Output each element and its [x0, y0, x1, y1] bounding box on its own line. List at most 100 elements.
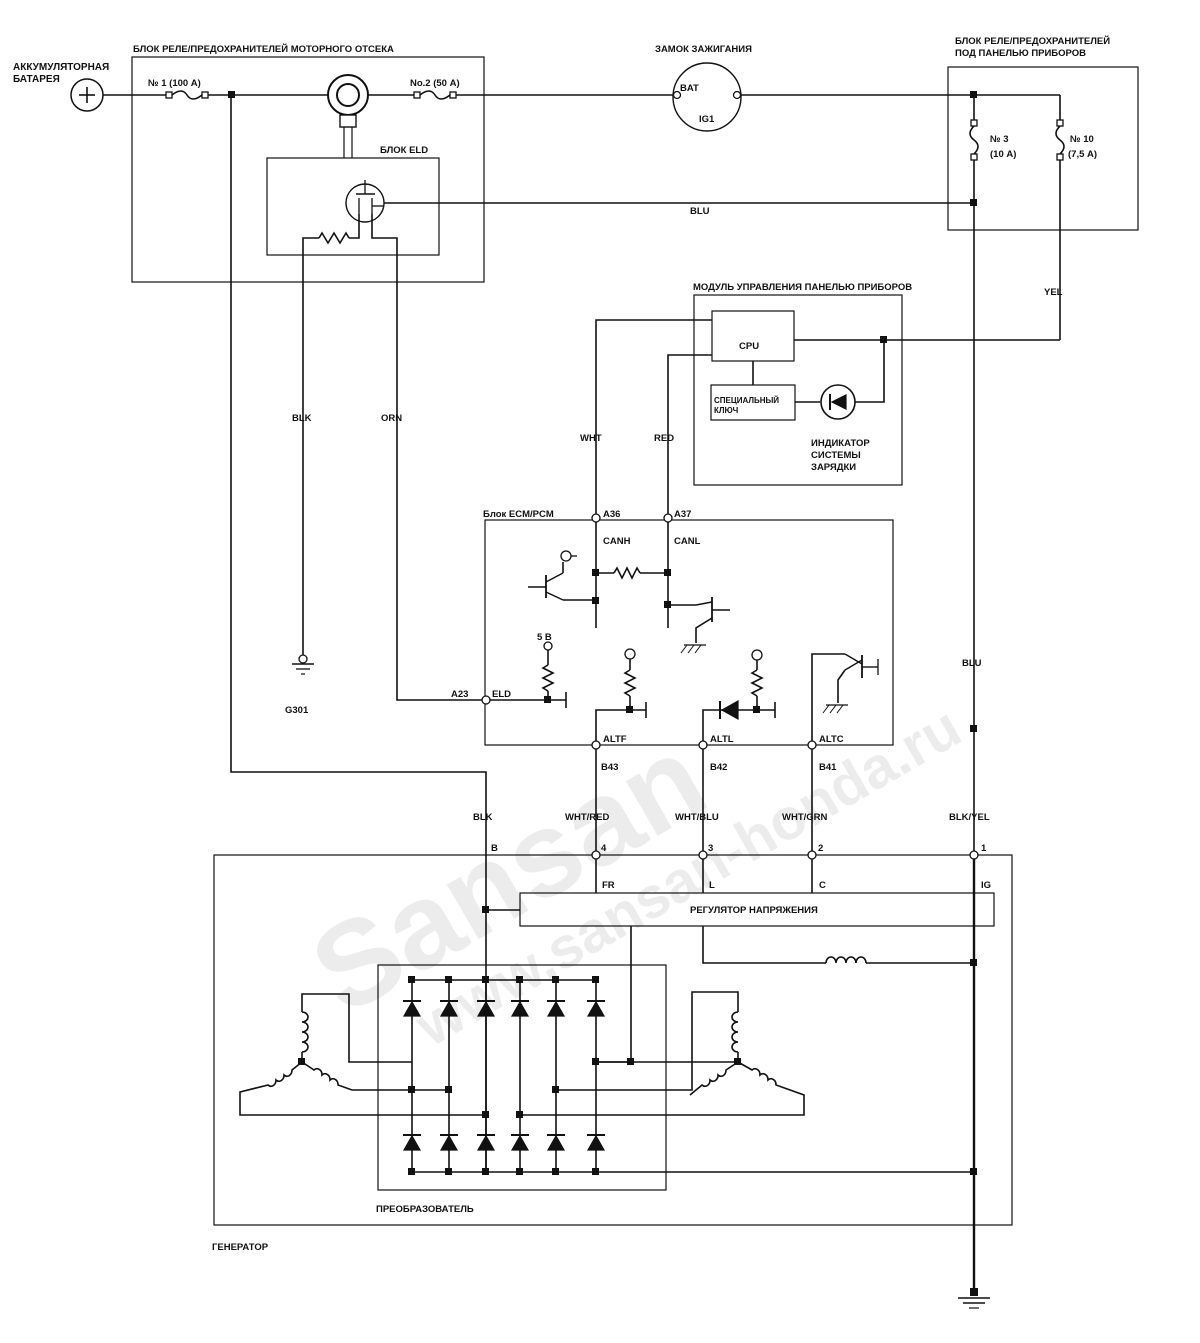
wht-label: WHT [580, 433, 602, 444]
canl-label: CANL [674, 536, 701, 547]
fuse-1 [165, 90, 209, 100]
blu-top-label: BLU [690, 206, 710, 217]
eld-label: ELD [492, 689, 511, 700]
dash-fuse-box [947, 66, 1139, 231]
altc-label: ALTC [819, 734, 844, 745]
eld-transistor [345, 180, 385, 223]
wht-grn-label: WHT/GRN [782, 812, 828, 823]
charge-indicator-label-2: СИСТЕМЫ [811, 450, 861, 461]
fuse-3-label-1: № 3 [990, 134, 1009, 145]
wht-blu-label: WHT/BLU [675, 812, 719, 823]
l-label: L [709, 880, 715, 891]
ecm-pcm-box [484, 519, 894, 746]
fuse-3-label-2: (10 А) [990, 149, 1016, 160]
eld-sensor-ring [327, 74, 369, 158]
gauge-module-box [693, 294, 903, 486]
charge-indicator-led [820, 384, 856, 420]
pin-b-label: B [491, 843, 498, 854]
stator-left [239, 993, 486, 1116]
special-switch-label-2: КЛЮЧ [714, 406, 739, 415]
ecm-label: Блок ECM/PCM [483, 509, 554, 520]
pin-3-label: 3 [708, 843, 713, 854]
regulator-label: РЕГУЛЯТОР НАПРЯЖЕНИЯ [690, 905, 818, 916]
canh-transistor [528, 550, 596, 601]
fuse-10 [1055, 119, 1065, 161]
special-switch-label-1: СПЕЦИАЛЬНЫЙ [714, 396, 779, 405]
orn-label: ORN [381, 413, 402, 424]
red-label: RED [654, 433, 674, 444]
rectifier-diode-upper [402, 1000, 422, 1017]
altl-label: ALTL [710, 734, 734, 745]
canl-transistor [668, 597, 730, 654]
altc-transistor [822, 653, 879, 714]
rectifier-diode-lower [476, 1134, 496, 1151]
rectifier-diode-lower [510, 1134, 530, 1151]
cpu-label: CPU [739, 341, 759, 352]
rectifier-diodes [402, 976, 606, 1175]
ignition-switch [672, 62, 742, 132]
fuse-2-label: No.2 (50 А) [410, 78, 460, 89]
b42-label: B42 [710, 762, 727, 773]
battery [70, 78, 104, 112]
canh-label: CANH [603, 536, 631, 547]
rectifier-diode-upper [586, 1000, 606, 1017]
rectifier-label: ПРЕОБРАЗОВАТЕЛЬ [376, 1204, 474, 1215]
b41-label: B41 [819, 762, 837, 773]
fr-label: FR [602, 880, 615, 891]
blk-yel-label: BLK/YEL [949, 812, 990, 823]
ignition-label: ЗАМОК ЗАЖИГАНИЯ [655, 44, 752, 55]
blu-mid-label: BLU [962, 658, 982, 669]
c-label: C [819, 880, 826, 891]
pin-1-label: 1 [981, 843, 987, 854]
ign-bat-label: BAT [680, 83, 699, 94]
wht-red-label: WHT/RED [565, 812, 609, 823]
eld-unit-box [266, 157, 440, 256]
battery-label-1: АККУМУЛЯТОРНАЯ [13, 62, 109, 73]
pin-2-label: 2 [818, 843, 823, 854]
g301-label: G301 [285, 705, 309, 716]
rectifier-diode-lower [402, 1134, 422, 1151]
pin-4-label: 4 [601, 843, 607, 854]
dash-fuse-box-label-2: ПОД ПАНЕЛЬЮ ПРИБОРОВ [955, 48, 1086, 59]
rectifier-box [377, 964, 667, 1191]
gauge-module-label: МОДУЛЬ УПРАВЛЕНИЯ ПАНЕЛЬЮ ПРИБОРОВ [693, 282, 912, 293]
engine-fuse-box-label: БЛОК РЕЛЕ/ПРЕДОХРАНИТЕЛЕЙ МОТОРНОГО ОТСЕ… [133, 43, 394, 55]
rectifier-diode-upper [476, 1000, 496, 1017]
rectifier-diode-lower [439, 1134, 459, 1151]
a36-label: A36 [603, 509, 620, 520]
charge-indicator-label-3: ЗАРЯДКИ [811, 462, 856, 473]
five-v-label: 5 В [537, 632, 552, 643]
yel-label: YEL [1044, 287, 1063, 298]
cpu-box [711, 310, 795, 362]
fuse-1-label: № 1 (100 А) [148, 78, 201, 89]
generator-box [213, 854, 1013, 1226]
battery-label-2: БАТАРЕЯ [13, 74, 60, 85]
rectifier-diode-lower [546, 1134, 566, 1151]
a23-label: A23 [451, 689, 468, 700]
blk-gen-label: BLK [473, 812, 493, 823]
generator-label: ГЕНЕРАТОР [212, 1242, 269, 1253]
fuse-2 [413, 90, 457, 100]
altf-label: ALTF [603, 734, 627, 745]
stator-right [520, 991, 805, 1116]
blk-label: BLK [292, 413, 312, 424]
fuse-10-label-2: (7,5 А) [1068, 149, 1097, 160]
eld-unit-label: БЛОК ELD [380, 145, 428, 156]
ign-ig1-label: IG1 [699, 114, 715, 125]
engine-fuse-box [131, 56, 485, 283]
rectifier-diode-lower [586, 1134, 606, 1151]
fuse-3 [969, 119, 979, 161]
a37-label: A37 [674, 509, 691, 520]
charge-indicator-label-1: ИНДИКАТОР [811, 438, 870, 449]
altl-diode [719, 699, 739, 721]
b43-label: B43 [601, 762, 618, 773]
rectifier-diode-upper [439, 1000, 459, 1017]
rectifier-diode-upper [546, 1000, 566, 1017]
ground-g301 [292, 654, 314, 675]
rectifier-diode-upper [510, 1000, 530, 1017]
fuse-10-label-1: № 10 [1070, 134, 1094, 145]
ig-label: IG [981, 880, 991, 891]
dash-fuse-box-label-1: БЛОК РЕЛЕ/ПРЕДОХРАНИТЕЛЕЙ [955, 35, 1110, 47]
